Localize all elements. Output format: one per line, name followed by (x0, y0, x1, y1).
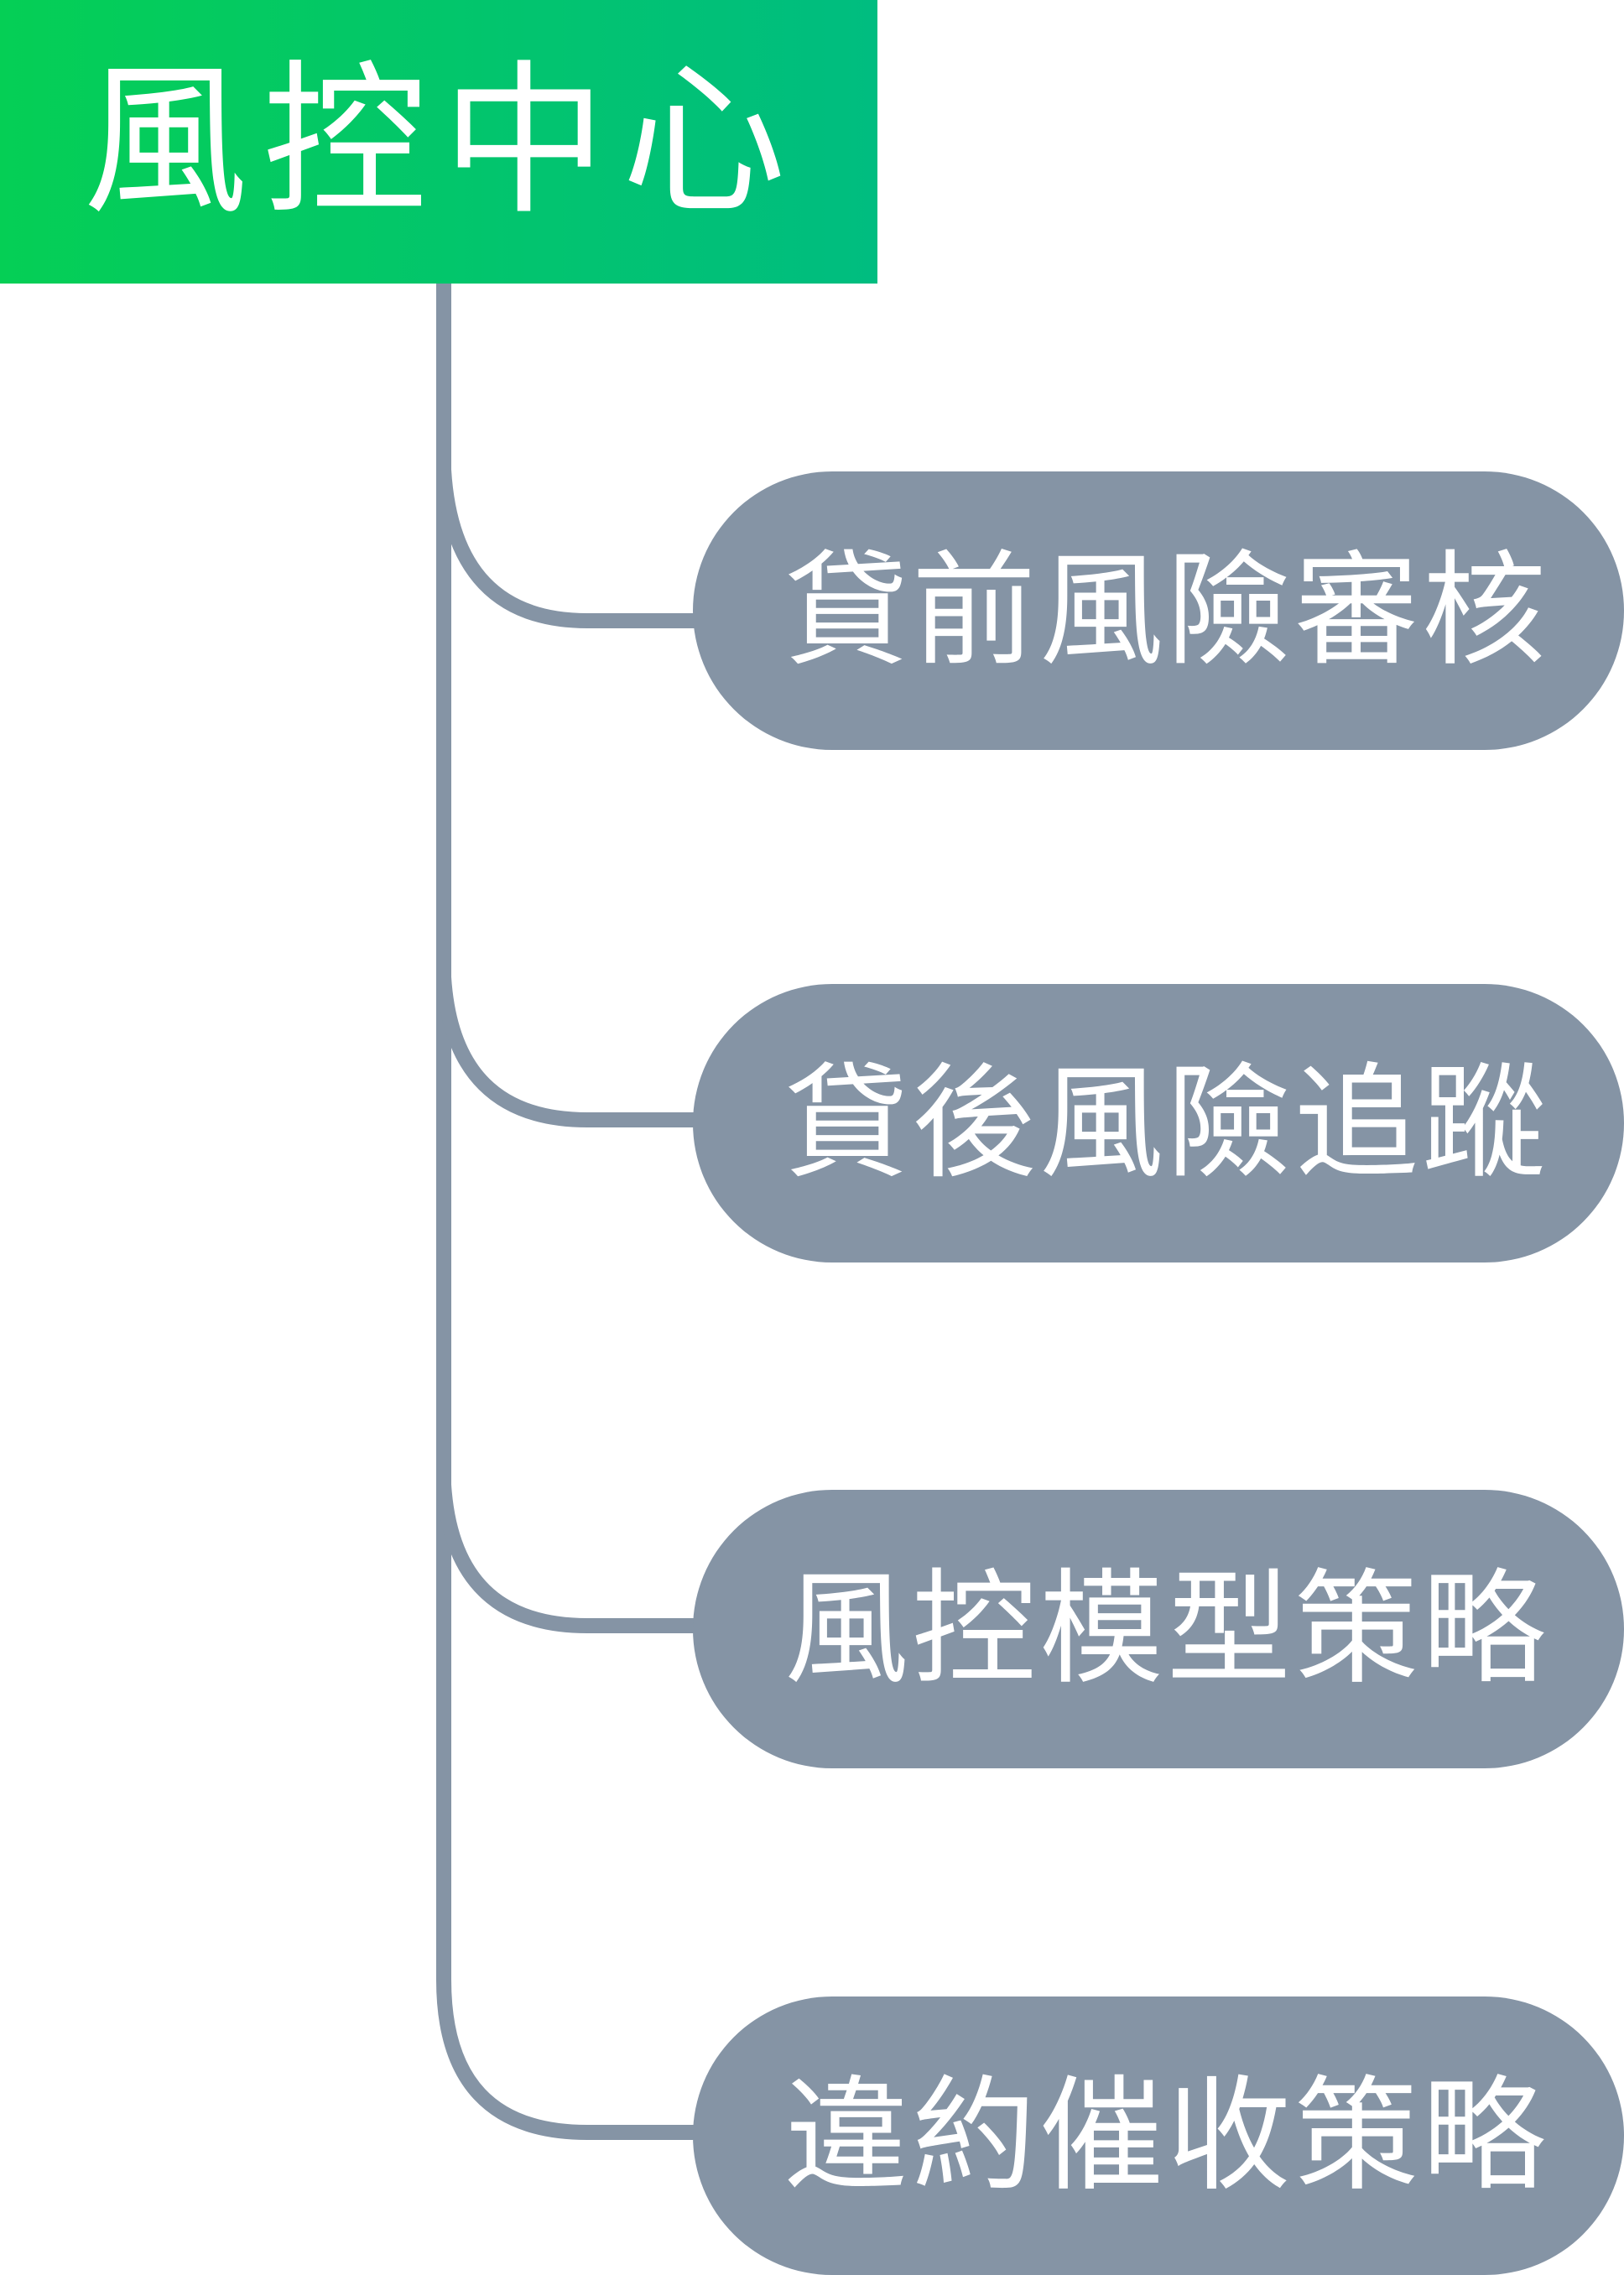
branch-label-4: 違約催收策略 (784, 2064, 1549, 2208)
branch-label-2: 貸後風險追蹤 (784, 1051, 1549, 1195)
branch-node-4: 違約催收策略 (693, 1996, 1624, 2275)
connector-branch-3 (436, 1484, 705, 1633)
branch-label-1: 貸前風險審核 (784, 539, 1549, 683)
root-title: 風控中心 (82, 46, 801, 237)
branch-node-3: 風控模型策略 (693, 1490, 1624, 1768)
connector-branch-4 (436, 1979, 705, 2140)
branch-node-1: 貸前風險審核 (693, 471, 1624, 750)
branch-node-2: 貸後風險追蹤 (693, 984, 1624, 1262)
connector-branch-1 (436, 469, 705, 628)
root-node: 風控中心 (0, 0, 877, 284)
connector-branch-2 (436, 976, 705, 1127)
branch-label-3: 風控模型策略 (784, 1557, 1549, 1701)
